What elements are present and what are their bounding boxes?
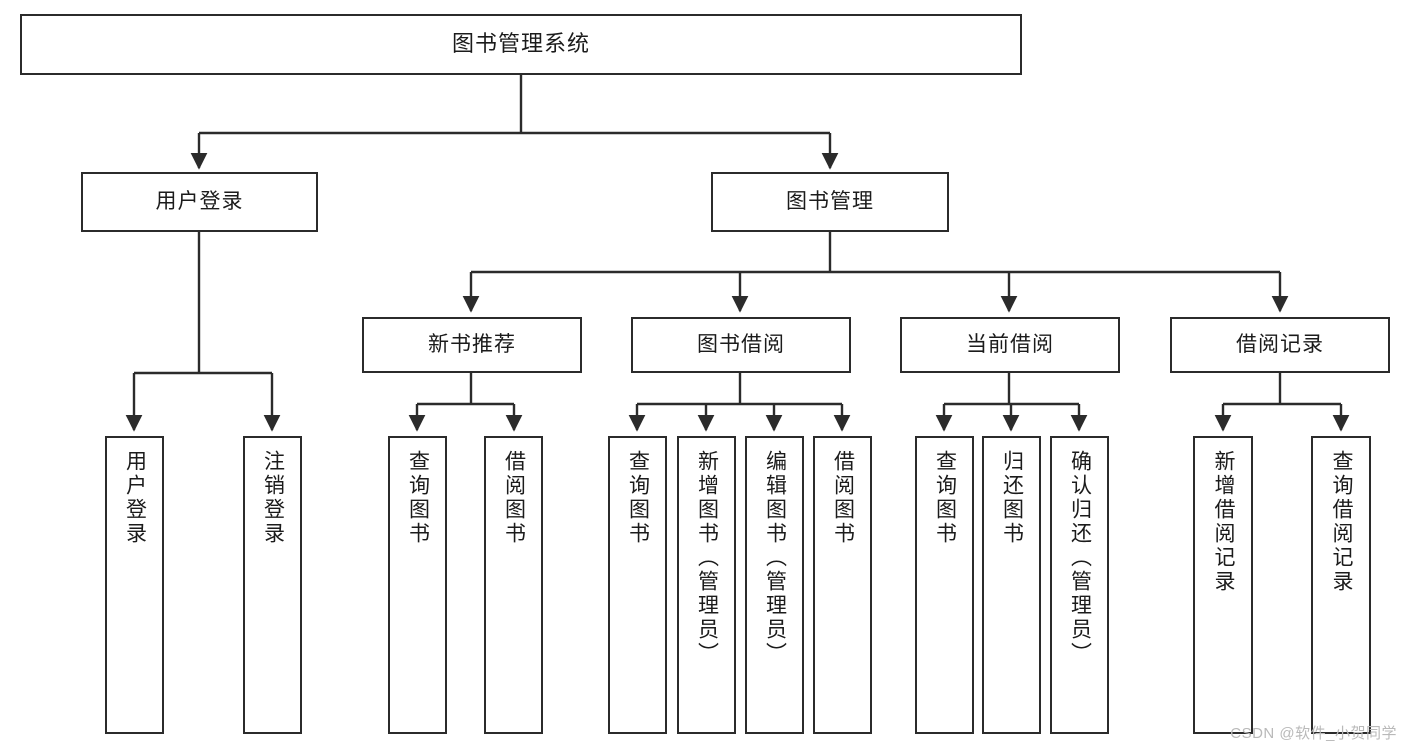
leaf-borrow-record-0[interactable]: 新增借阅记录 (1193, 436, 1253, 734)
leaf-book-borrow-2[interactable]: 编辑图书（管理员） (745, 436, 804, 734)
leaf-user-login-0[interactable]: 用户登录 (105, 436, 164, 734)
node-label: 图书管理系统 (451, 31, 590, 57)
node-label: 图书借阅 (697, 333, 785, 357)
leaf-current-borrow-0[interactable]: 查询图书 (915, 436, 974, 734)
node-label: 图书管理 (786, 190, 874, 214)
leaf-user-login-1[interactable]: 注销登录 (243, 436, 302, 734)
leaf-borrow-record-1[interactable]: 查询借阅记录 (1311, 436, 1371, 734)
node-label: 用户登录 (123, 450, 147, 546)
node-label: 编辑图书（管理员） (763, 450, 787, 666)
node-label: 新增图书（管理员） (695, 450, 719, 666)
node-label: 查询图书 (933, 450, 957, 546)
leaf-current-borrow-1[interactable]: 归还图书 (982, 436, 1041, 734)
leaf-new-book-recommend-1[interactable]: 借阅图书 (484, 436, 543, 734)
node-label: 借阅图书 (502, 450, 526, 546)
leaf-book-borrow-0[interactable]: 查询图书 (608, 436, 667, 734)
node-user-login[interactable]: 用户登录 (81, 172, 318, 232)
node-root-book-management-system[interactable]: 图书管理系统 (20, 14, 1022, 75)
node-label: 当前借阅 (966, 333, 1054, 357)
node-new-book-recommend[interactable]: 新书推荐 (362, 317, 582, 373)
node-label: 用户登录 (155, 190, 244, 214)
node-current-borrow[interactable]: 当前借阅 (900, 317, 1120, 373)
leaf-book-borrow-1[interactable]: 新增图书（管理员） (677, 436, 736, 734)
node-label: 新增借阅记录 (1212, 450, 1236, 594)
node-label: 归还图书 (1000, 450, 1024, 546)
leaf-book-borrow-3[interactable]: 借阅图书 (813, 436, 872, 734)
csdn-watermark: CSDN @软件_小贺同学 (1230, 725, 1397, 742)
node-book-management[interactable]: 图书管理 (711, 172, 949, 232)
node-borrow-record[interactable]: 借阅记录 (1170, 317, 1390, 373)
node-label: 查询图书 (406, 450, 430, 546)
node-label: 注销登录 (261, 450, 285, 546)
node-label: 确认归还（管理员） (1068, 450, 1092, 666)
node-label: 查询图书 (626, 450, 650, 546)
node-label: 借阅图书 (831, 450, 855, 546)
leaf-current-borrow-2[interactable]: 确认归还（管理员） (1050, 436, 1109, 734)
node-label: 查询借阅记录 (1330, 450, 1354, 594)
node-label: 借阅记录 (1236, 333, 1324, 357)
node-label: 新书推荐 (428, 333, 516, 357)
leaf-new-book-recommend-0[interactable]: 查询图书 (388, 436, 447, 734)
node-book-borrow[interactable]: 图书借阅 (631, 317, 851, 373)
